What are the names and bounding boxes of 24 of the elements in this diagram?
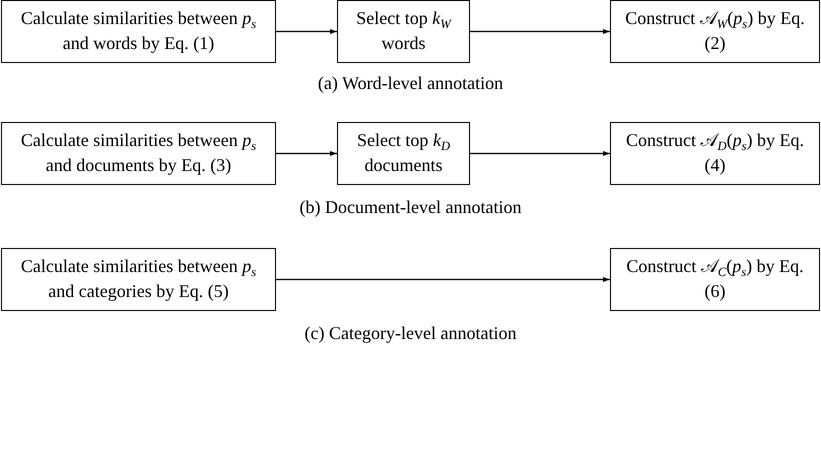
caption: (c) Category-level annotation — [304, 323, 516, 343]
arrow — [470, 29, 610, 34]
box-text: Construct 𝒜$_{W}$(p$_{s}$) by Eq. (2) — [624, 8, 806, 55]
arrow — [470, 151, 610, 156]
box-text: Construct 𝒜$_{D}$(p$_{s}$) by Eq. (4) — [624, 130, 805, 177]
arrow — [276, 151, 337, 156]
process-box — [610, 0, 820, 63]
box-text: Calculate similarities between p$_{s}$ and documents by Eq. (3) — [20, 130, 258, 177]
process-box — [1, 248, 276, 311]
box-text: Calculate similarities between p$_{s}$ and categories by Eq. (5) — [20, 256, 258, 303]
process-box — [337, 122, 470, 185]
process-box — [1, 0, 276, 63]
arrow — [276, 29, 337, 34]
box-text: Select top k$_{D}$ documents — [356, 130, 452, 177]
process-box — [337, 0, 470, 63]
process-box — [610, 248, 820, 311]
caption: (a) Word-level annotation — [318, 73, 504, 93]
arrow — [276, 277, 610, 282]
process-box — [1, 122, 276, 185]
box-text: Calculate similarities between p$_{s}$ and words by Eq. (1) — [20, 8, 258, 55]
box-text: Construct 𝒜$_{C}$(p$_{s}$) by Eq. (6) — [625, 256, 805, 303]
box-text: Select top k$_{W}$ words — [355, 8, 453, 55]
process-box — [610, 122, 820, 185]
caption: (b) Document-level annotation — [300, 197, 522, 217]
